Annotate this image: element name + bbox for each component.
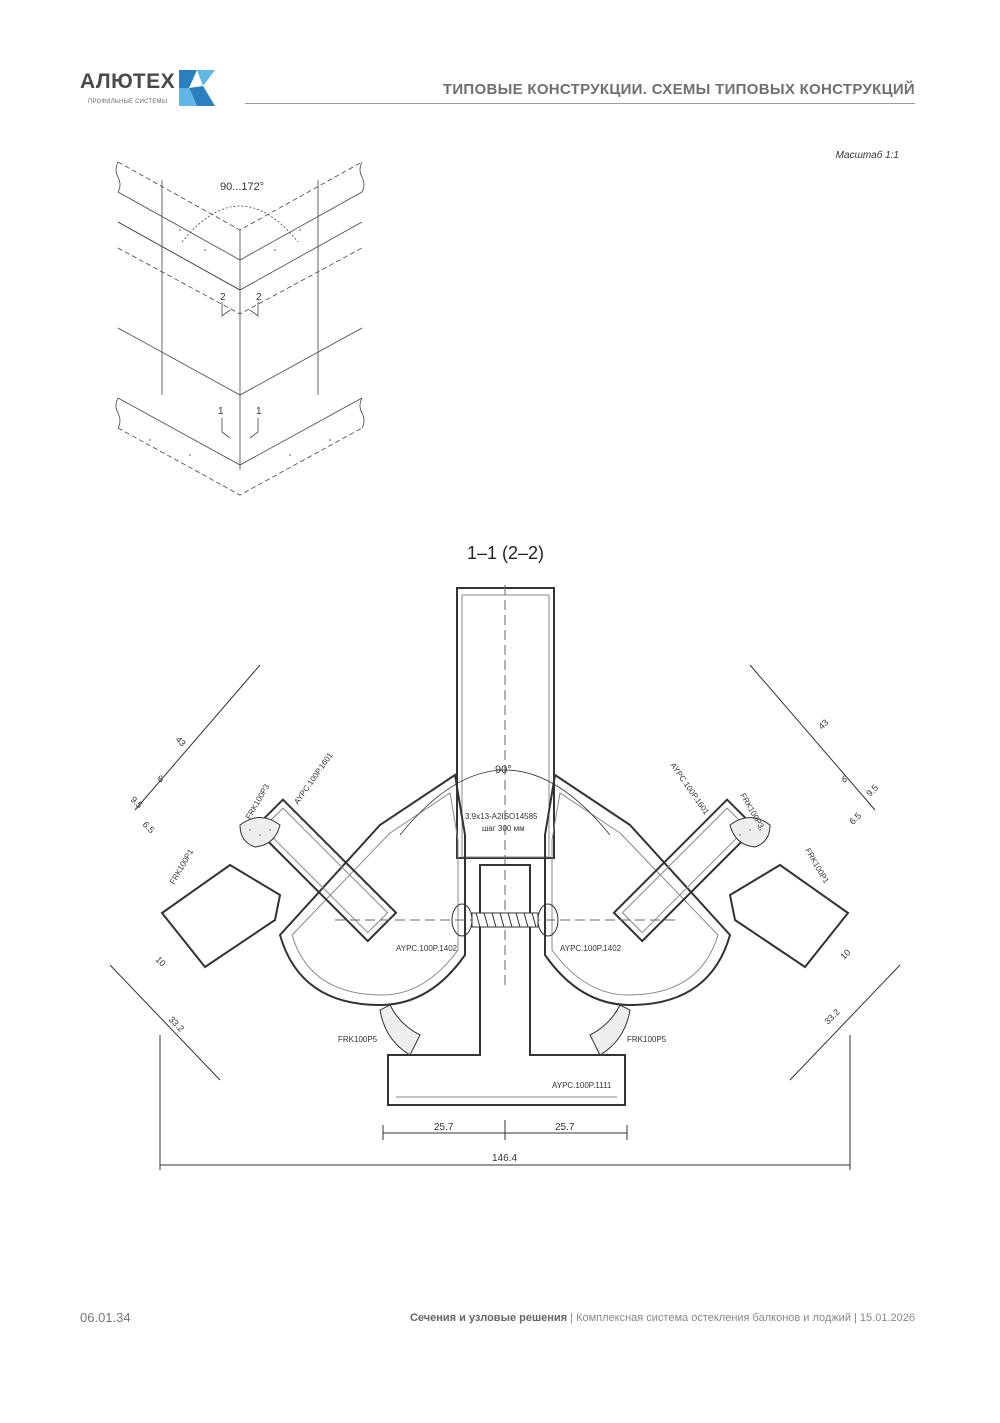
dim-257-right: 25.7 xyxy=(555,1122,575,1133)
brand-logo: АЛЮТЕХ ПРОФИЛЬНЫЕ СИСТЕМЫ xyxy=(80,68,220,108)
dim-1464: 146.4 xyxy=(492,1153,517,1164)
dim-10-left: 10 xyxy=(154,954,168,968)
screw-spec-line2: шаг 300 мм xyxy=(482,824,525,833)
plan-cut-upper-right: 2 xyxy=(256,292,262,303)
dim-43-right: 43 xyxy=(816,717,830,731)
dim-95-left: 9.5 xyxy=(129,794,145,810)
logo-tagline: ПРОФИЛЬНЫЕ СИСТЕМЫ xyxy=(88,99,168,105)
plan-view-drawing: 90...172° 2 2 1 1 xyxy=(115,161,365,496)
footer-page-number: 06.01.34 xyxy=(80,1310,131,1325)
dim-10-right: 10 xyxy=(838,947,852,961)
corner-right-label: AYPC.100P.1402 xyxy=(560,944,622,953)
dim-65-right: 6.5 xyxy=(847,810,863,826)
seal-frk1-right-label: FRK100P1 xyxy=(803,847,831,886)
plan-cut-upper-left: 2 xyxy=(220,292,226,303)
logo-mark-icon xyxy=(179,70,215,106)
dim-332-right: 33.2 xyxy=(822,1007,841,1026)
logo-name: АЛЮТЕХ xyxy=(80,70,176,93)
plan-cut-lower-right: 1 xyxy=(256,406,262,417)
frame-left-label: AYPC.100P.1601 xyxy=(292,750,335,806)
seal-frk5-left-label: FRK100P5 xyxy=(338,1035,378,1044)
section-title: 1–1 (2–2) xyxy=(467,543,545,563)
dim-43-left: 43 xyxy=(174,734,188,748)
dim-95-right: 9.5 xyxy=(864,782,880,798)
footer-description: | Комплексная система остекления балконо… xyxy=(567,1312,915,1324)
dim-6-left: 6 xyxy=(158,774,163,784)
plan-angle-label: 90...172° xyxy=(220,181,264,193)
scale-label: Масштаб 1:1 xyxy=(835,150,899,161)
dim-65-left: 6.5 xyxy=(141,819,157,835)
header-divider xyxy=(245,103,915,104)
footer-section-name: Сечения и узловые решения xyxy=(409,1312,568,1324)
seal-frk5-right-label: FRK100P5 xyxy=(627,1035,667,1044)
dim-257-left: 25.7 xyxy=(434,1122,454,1133)
corner-left-label: AYPC.100P.1402 xyxy=(396,944,458,953)
angle-90-label: 90° xyxy=(495,764,512,776)
seal-frk1-left-label: FRK100P1 xyxy=(168,847,196,886)
screw-spec-line1: 3.9x13-A2ISO14585 xyxy=(465,812,538,821)
dim-332-left: 33.2 xyxy=(167,1014,186,1033)
section-drawing: 90° 3.9x13-A2ISO14585 шаг 300 мм AYPC.10… xyxy=(109,585,900,1170)
dim-6-right: 6 xyxy=(842,774,847,784)
plan-cut-lower-left: 1 xyxy=(218,406,224,417)
base-profile-label: AYPC.100P.1111 xyxy=(552,1081,612,1090)
footer-info: Сечения и узловые решения | Комплексная … xyxy=(410,1312,915,1324)
frame-right-label: AYPC.100P.1601 xyxy=(668,761,711,817)
page-header-title: ТИПОВЫЕ КОНСТРУКЦИИ. СХЕМЫ ТИПОВЫХ КОНСТ… xyxy=(442,81,915,98)
